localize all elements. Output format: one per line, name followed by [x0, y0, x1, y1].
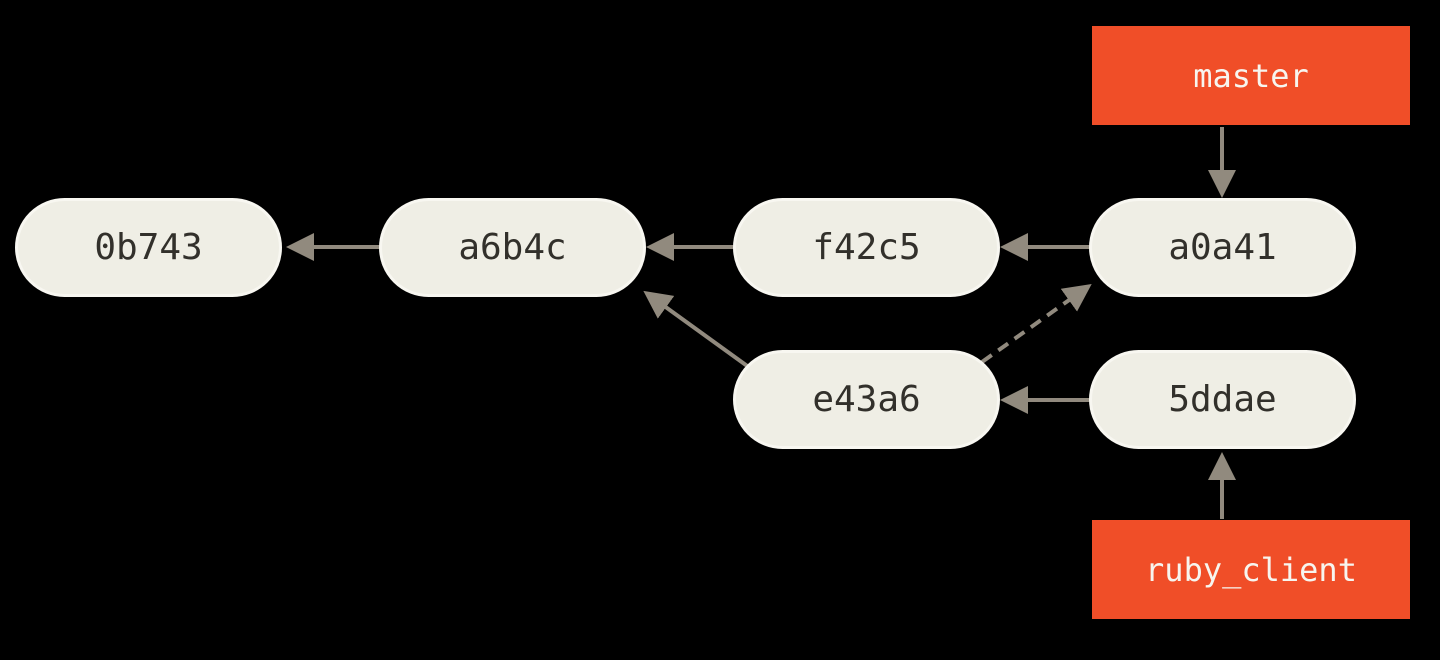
commit-id-label: a6b4c — [458, 227, 567, 268]
commit-node-a0a41: a0a41 — [1089, 198, 1356, 297]
branch-name-label: master — [1193, 56, 1309, 95]
commit-node-5ddae: 5ddae — [1089, 350, 1356, 449]
edge-arrow-e43a6-to-a6b4c — [643, 290, 752, 370]
commit-id-label: a0a41 — [1168, 227, 1277, 268]
commit-id-label: 0b743 — [94, 227, 203, 268]
commit-id-label: 5ddae — [1168, 379, 1277, 420]
commit-id-label: e43a6 — [812, 379, 921, 420]
branch-label-master: master — [1092, 26, 1410, 125]
branch-label-ruby-client: ruby_client — [1092, 520, 1410, 619]
commit-node-a6b4c: a6b4c — [379, 198, 646, 297]
edge-group — [286, 127, 1236, 519]
branch-name-label: ruby_client — [1145, 550, 1357, 589]
commit-node-f42c5: f42c5 — [733, 198, 1000, 297]
edge-arrow-dashed-e43a6-to-a0a41 — [980, 283, 1092, 364]
commit-node-e43a6: e43a6 — [733, 350, 1000, 449]
commit-id-label: f42c5 — [812, 227, 921, 268]
commit-node-0b743: 0b743 — [15, 198, 282, 297]
